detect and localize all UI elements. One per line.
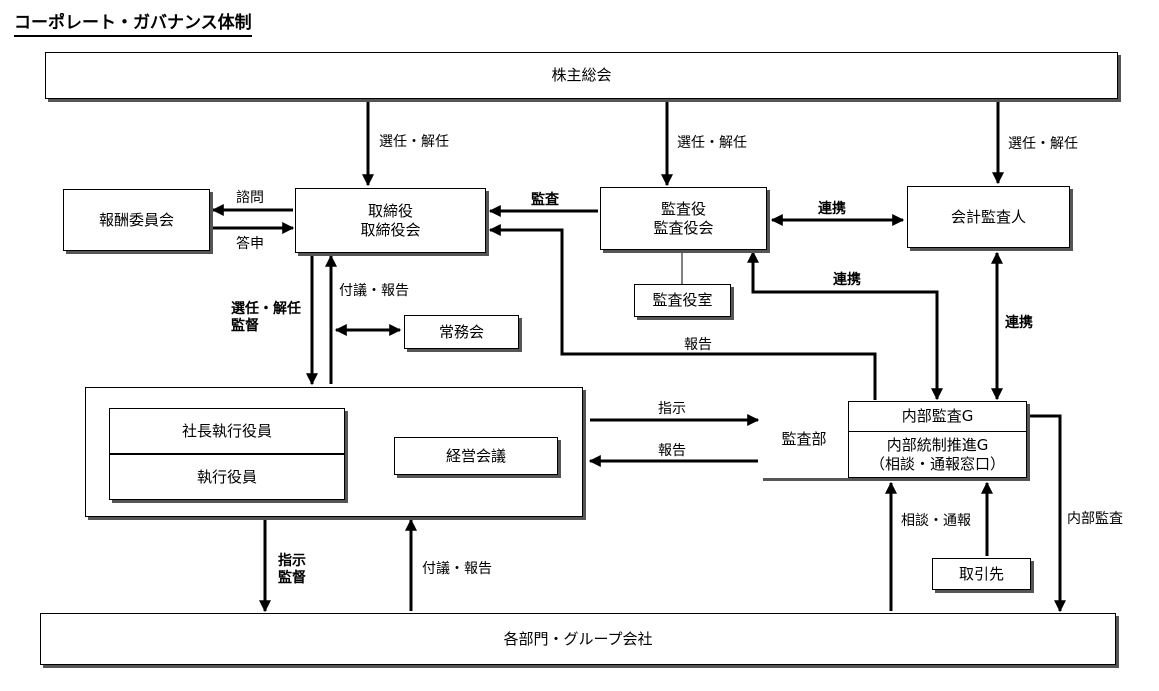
executive-officers-box: 執行役員 <box>109 454 345 500</box>
internal-control-g-box: 内部統制推進G （相談・通報窓口） <box>848 431 1027 478</box>
internal-audit-g-box: 内部監査G <box>848 401 1027 432</box>
label-submit-report-dept: 付議・報告 <box>422 561 492 577</box>
arrow-report-board <box>488 224 877 400</box>
compensation-committee-box: 報酬委員会 <box>63 189 210 251</box>
label-elect-supervise-2: 監督 <box>231 318 259 334</box>
audit-dept-label: 監査部 <box>781 430 827 448</box>
auditors-label-2: 監査役会 <box>653 218 714 237</box>
shareholders-box: 株主総会 <box>45 52 1118 99</box>
internal-audit-g-label: 内部監査G <box>901 407 974 425</box>
audit-dept-label-cell: 監査部 <box>760 401 848 478</box>
standing-committee-label: 常務会 <box>438 322 484 341</box>
internal-control-g-label: 内部統制推進G <box>886 435 989 454</box>
internal-control-sub-label: （相談・通報窓口） <box>869 454 1005 473</box>
label-instruct: 指示 <box>658 401 686 417</box>
board-label-2: 取締役会 <box>360 220 421 239</box>
accounting-auditor-box: 会計監査人 <box>907 186 1070 248</box>
board-label-1: 取締役 <box>367 201 413 220</box>
executive-officers-label: 執行役員 <box>196 467 257 486</box>
label-report-board: 報告 <box>684 337 712 353</box>
president-label: 社長執行役員 <box>181 421 272 440</box>
business-partners-box: 取引先 <box>932 558 1031 590</box>
label-instruct-supervise-2: 監督 <box>278 570 306 586</box>
audit-staff-label: 監査役室 <box>652 291 713 309</box>
arrow-internal-audit <box>1029 414 1066 613</box>
label-instruct-supervise-1: 指示 <box>278 553 306 569</box>
arrow-internal-auditors <box>747 250 943 401</box>
shareholders-label: 株主総会 <box>551 66 612 84</box>
label-audit: 監査 <box>531 192 559 208</box>
board-box: 取締役 取締役会 <box>295 188 486 253</box>
label-elect-supervise-1: 選任・解任 <box>231 301 301 317</box>
label-consult-report: 相談・通報 <box>901 513 971 529</box>
standing-committee-box: 常務会 <box>404 315 519 349</box>
auditors-box: 監査役 監査役会 <box>600 187 767 250</box>
label-internal-audit: 内部監査 <box>1067 511 1123 527</box>
label-consult: 諮問 <box>236 190 264 206</box>
audit-staff-box: 監査役室 <box>634 284 731 317</box>
compensation-committee-label: 報酬委員会 <box>98 210 174 229</box>
accounting-auditor-label: 会計監査人 <box>950 207 1026 226</box>
label-cooperate-accountant: 連携 <box>818 201 846 217</box>
label-elect-dismiss-board: 選任・解任 <box>379 134 449 150</box>
page-title: コーポレート・ガバナンス体制 <box>14 12 252 37</box>
management-meeting-label: 経営会議 <box>445 446 506 465</box>
departments-label: 各部門・グループ会社 <box>503 629 653 648</box>
label-submit-report-board: 付議・報告 <box>339 283 409 299</box>
business-partners-label: 取引先 <box>958 564 1004 583</box>
label-report-exec: 報告 <box>658 443 686 459</box>
label-elect-dismiss-accountant: 選任・解任 <box>1008 136 1078 152</box>
label-cooperate-internal: 連携 <box>833 272 861 288</box>
label-answer: 答申 <box>236 236 264 252</box>
management-meeting-box: 経営会議 <box>394 437 558 475</box>
label-elect-dismiss-auditors: 選任・解任 <box>677 135 747 151</box>
president-box: 社長執行役員 <box>109 408 345 454</box>
auditors-label-1: 監査役 <box>660 199 706 218</box>
departments-box: 各部門・グループ会社 <box>40 613 1116 665</box>
label-cooperate-right: 連携 <box>1005 315 1033 331</box>
